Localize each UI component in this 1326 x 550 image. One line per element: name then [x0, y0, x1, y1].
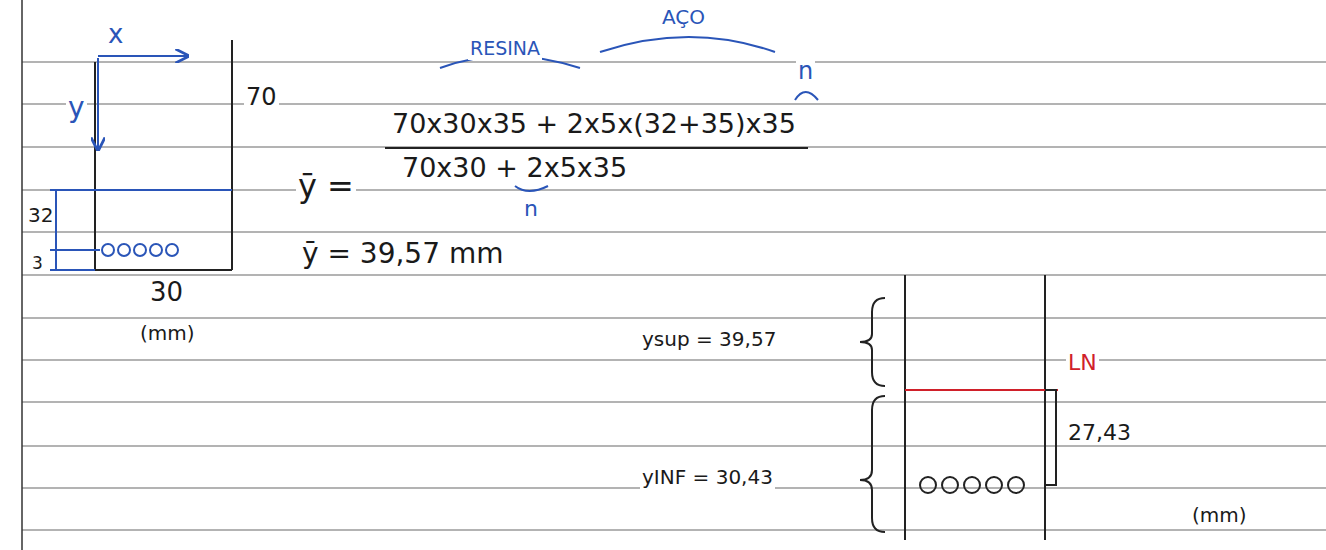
ratio-symbol: n — [796, 58, 815, 86]
steel-bars — [920, 477, 1024, 493]
material-label: RESINA — [468, 38, 542, 60]
brackets — [860, 298, 1056, 532]
steel-bars — [102, 244, 178, 256]
unit-note: (mm) — [1190, 504, 1249, 527]
dimension: 3 — [30, 254, 45, 274]
distance-label: yINF = 30,43 — [640, 466, 775, 489]
dimension: 27,43 — [1066, 420, 1133, 445]
dimension: 30 — [148, 278, 185, 308]
section-outline — [905, 275, 1045, 540]
ratio-symbol: n — [522, 196, 540, 221]
neutral-axis — [905, 389, 1058, 391]
formula: 70x30x35 + 2x5x(32+35)x35 — [390, 108, 798, 139]
unit-note: (mm) — [138, 322, 197, 345]
fraction-bar — [385, 147, 808, 149]
margin-line — [21, 0, 23, 550]
dimension: 70 — [244, 84, 279, 112]
distance-label: ysup = 39,57 — [640, 328, 778, 351]
axis-label: x — [106, 20, 125, 50]
section-outline — [95, 40, 232, 270]
formula: ȳ = — [296, 168, 356, 205]
neutral-axis-label: LN — [1066, 350, 1099, 375]
dimension: 32 — [26, 204, 55, 227]
axes — [50, 56, 232, 270]
axis-label: y — [66, 92, 87, 124]
material-label: AÇO — [660, 6, 707, 29]
ruled-lines — [22, 62, 1326, 530]
result: ȳ = 39,57 mm — [300, 238, 505, 270]
formula: 70x30 + 2x5x35 — [400, 152, 629, 183]
